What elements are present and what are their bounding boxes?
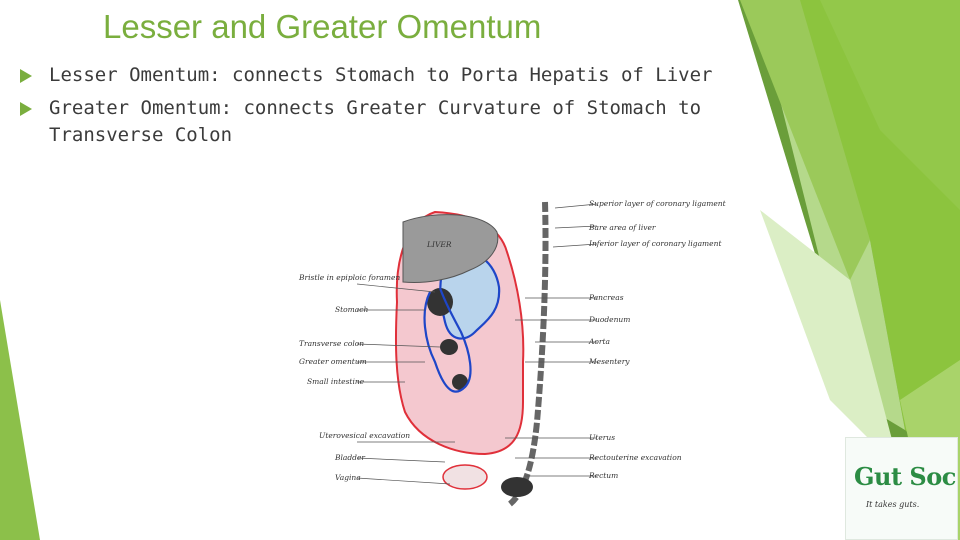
bullet-arrow-icon	[20, 102, 32, 116]
logo-tagline: It takes guts.	[866, 500, 920, 509]
label-uterus: Uterus	[589, 433, 615, 442]
label-aorta: Aorta	[588, 337, 610, 346]
bladder	[442, 464, 488, 490]
logo-name: Gut Soc	[854, 462, 956, 491]
label-duodenum: Duodenum	[588, 315, 630, 324]
omentum-anatomy-diagram: LIVER	[285, 192, 733, 510]
label-pancreas: Pancreas	[588, 293, 624, 302]
label-uterovesical: Uterovesical excavation	[319, 431, 410, 440]
greater-omentum	[423, 287, 472, 393]
liver-label: LIVER	[426, 240, 452, 249]
label-greater-omentum: Greater omentum	[299, 357, 367, 366]
bullet-term: Greater Omentum:	[49, 97, 233, 119]
label-bladder: Bladder	[334, 453, 365, 462]
bullet-lesser-omentum: Lesser Omentum: connects Stomach to Port…	[18, 62, 758, 89]
label-rectouterine: Rectouterine excavation	[588, 453, 682, 462]
slide-title: Lesser and Greater Omentum	[103, 8, 542, 45]
label-small-intestine: Small intestine	[307, 377, 365, 386]
bullet-term: Lesser Omentum:	[49, 64, 221, 86]
label-stomach: Stomach	[335, 305, 368, 314]
bullet-greater-omentum: Greater Omentum: connects Greater Curvat…	[18, 95, 758, 149]
label-vagina: Vagina	[335, 473, 361, 482]
label-inferior-coronary: Inferior layer of coronary ligament	[588, 239, 722, 248]
bullet-text: connects Greater Curvature of Stomach to…	[49, 97, 702, 146]
label-bristle: Bristle in epiploic foramen	[298, 273, 400, 282]
label-mesentery: Mesentery	[588, 357, 630, 366]
rectum	[501, 477, 533, 497]
small-intestine	[452, 374, 468, 390]
bullet-list: Lesser Omentum: connects Stomach to Port…	[18, 62, 758, 155]
label-rectum: Rectum	[588, 471, 618, 480]
anatomy-illustration: LIVER	[298, 199, 727, 507]
gut-soc-logo: Gut Soc It takes guts.	[845, 437, 958, 540]
transverse-colon	[440, 339, 458, 355]
label-superior-coronary: Superior layer of coronary ligament	[589, 199, 727, 208]
bullet-text: connects Stomach to Porta Hepatis of Liv…	[220, 64, 713, 86]
stomach	[427, 288, 453, 316]
label-bare-area: Bare area of liver	[588, 223, 656, 232]
liver	[402, 214, 499, 283]
label-transverse-colon: Transverse colon	[299, 339, 364, 348]
bullet-arrow-icon	[20, 69, 32, 83]
